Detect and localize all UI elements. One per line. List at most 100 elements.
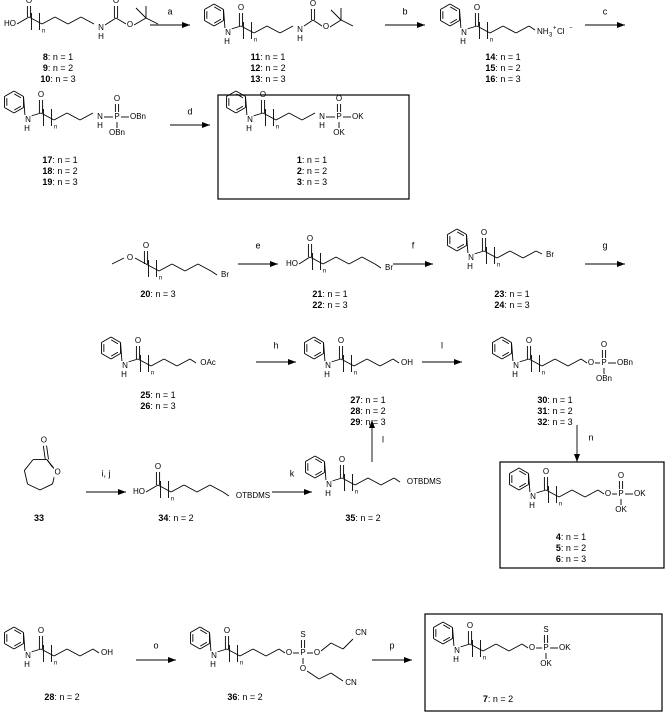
ring-bond: [24, 459, 34, 471]
atom-knockout: [96, 112, 104, 122]
chain-bond: [515, 25, 530, 34]
atom-label: H: [467, 262, 473, 271]
atom-label: H: [97, 121, 103, 130]
arrow-head: [574, 454, 580, 462]
double-bond: [46, 445, 49, 460]
atom-label: H: [325, 489, 331, 498]
arrow-head: [168, 657, 176, 663]
atom-label: O: [224, 626, 230, 635]
bond: [210, 270, 218, 276]
chain-bond: [53, 648, 68, 657]
compound-label: 16: n = 3: [485, 74, 520, 84]
ring-bond: [447, 245, 458, 252]
atom-label: N: [454, 646, 460, 655]
chain-bond: [196, 484, 211, 493]
atom-label: P: [618, 489, 623, 498]
chain-bond: [66, 648, 81, 657]
compound-label: 13: n = 3: [250, 74, 285, 84]
chain-bond: [184, 263, 199, 272]
atom-label: O: [26, 0, 32, 5]
atom-knockout: [296, 25, 304, 35]
chain-bond: [342, 638, 354, 650]
chain-bond: [183, 484, 198, 493]
chain-bond: [240, 25, 255, 34]
atom-label: O: [38, 626, 44, 635]
reagent-label: e: [255, 240, 260, 250]
ring-bond: [199, 626, 210, 633]
atom-label: OK: [540, 659, 552, 668]
bond: [145, 17, 159, 25]
atom-label: H: [324, 370, 330, 379]
compound-label: 28: n = 2: [44, 692, 79, 702]
compound-label: 29: n = 3: [350, 417, 385, 427]
bond: [330, 358, 342, 363]
atom-label: OK: [615, 505, 627, 514]
ring-inner-bond: [236, 105, 244, 111]
box-layer: [217, 94, 665, 712]
ring-bond: [213, 20, 224, 27]
atom-knockout: [223, 626, 231, 636]
ring-bond: [449, 3, 460, 10]
reagent-label: b: [402, 6, 407, 16]
atom-label: O: [38, 90, 44, 99]
chain-bond: [335, 256, 350, 265]
atom-label: HO: [286, 259, 298, 268]
atom-label: O: [481, 228, 487, 237]
ring-bond: [204, 20, 215, 27]
atom-knockout: [112, 0, 120, 6]
bond: [393, 477, 401, 483]
bond: [133, 17, 147, 26]
ring-bond: [433, 638, 444, 645]
compound-label: 11: n = 1: [251, 52, 286, 62]
atom-knockout: [595, 374, 613, 384]
chain-bond: [265, 648, 280, 657]
atom-label: H: [24, 124, 30, 133]
ring-inner-bond: [315, 470, 323, 476]
chain-bond: [522, 250, 537, 259]
bond: [528, 473, 531, 494]
atom-knockout: [218, 270, 232, 280]
bond: [104, 17, 117, 26]
bond: [459, 9, 462, 30]
compound-label: 9: n = 2: [43, 63, 73, 73]
atom-knockout: [467, 253, 475, 263]
ring-bond: [101, 336, 112, 343]
atom-label: −: [569, 26, 573, 32]
bond: [222, 491, 230, 497]
compound-label: 17: n = 1: [42, 155, 77, 165]
chain-bond: [379, 358, 394, 367]
ring-bond: [4, 90, 15, 97]
bond: [278, 648, 286, 654]
atom-label: OTBDMS: [236, 491, 270, 500]
atom-knockout: [37, 626, 45, 636]
atom-knockout: [473, 3, 481, 13]
ring-bond: [314, 472, 325, 479]
ring-inner-bond: [200, 629, 208, 635]
atom-label: O: [314, 648, 320, 657]
chain-bond: [366, 358, 381, 367]
atom-label: O: [338, 336, 344, 345]
atom-label: NH: [537, 27, 549, 36]
atom-label: OK: [634, 489, 646, 498]
compound-label: 14: n = 1: [485, 52, 520, 62]
atom-label: Br: [546, 250, 554, 259]
atom-knockout: [113, 112, 121, 122]
ring-inner-bond: [519, 470, 527, 476]
atom-label: H: [98, 32, 104, 41]
atom-label: H: [297, 34, 303, 43]
bond: [511, 342, 514, 363]
chain-bond: [176, 358, 191, 367]
atom-knockout: [129, 112, 147, 122]
chain-bond: [53, 112, 68, 121]
chain-bond: [354, 477, 369, 486]
chain-bond: [322, 256, 337, 265]
bond: [392, 358, 400, 364]
atom-label: O: [529, 643, 535, 652]
bond: [245, 96, 248, 117]
compound-label: 20: n = 3: [140, 289, 175, 299]
bond: [189, 358, 197, 364]
chain-bond: [252, 648, 267, 657]
atom-knockout: [480, 228, 488, 238]
